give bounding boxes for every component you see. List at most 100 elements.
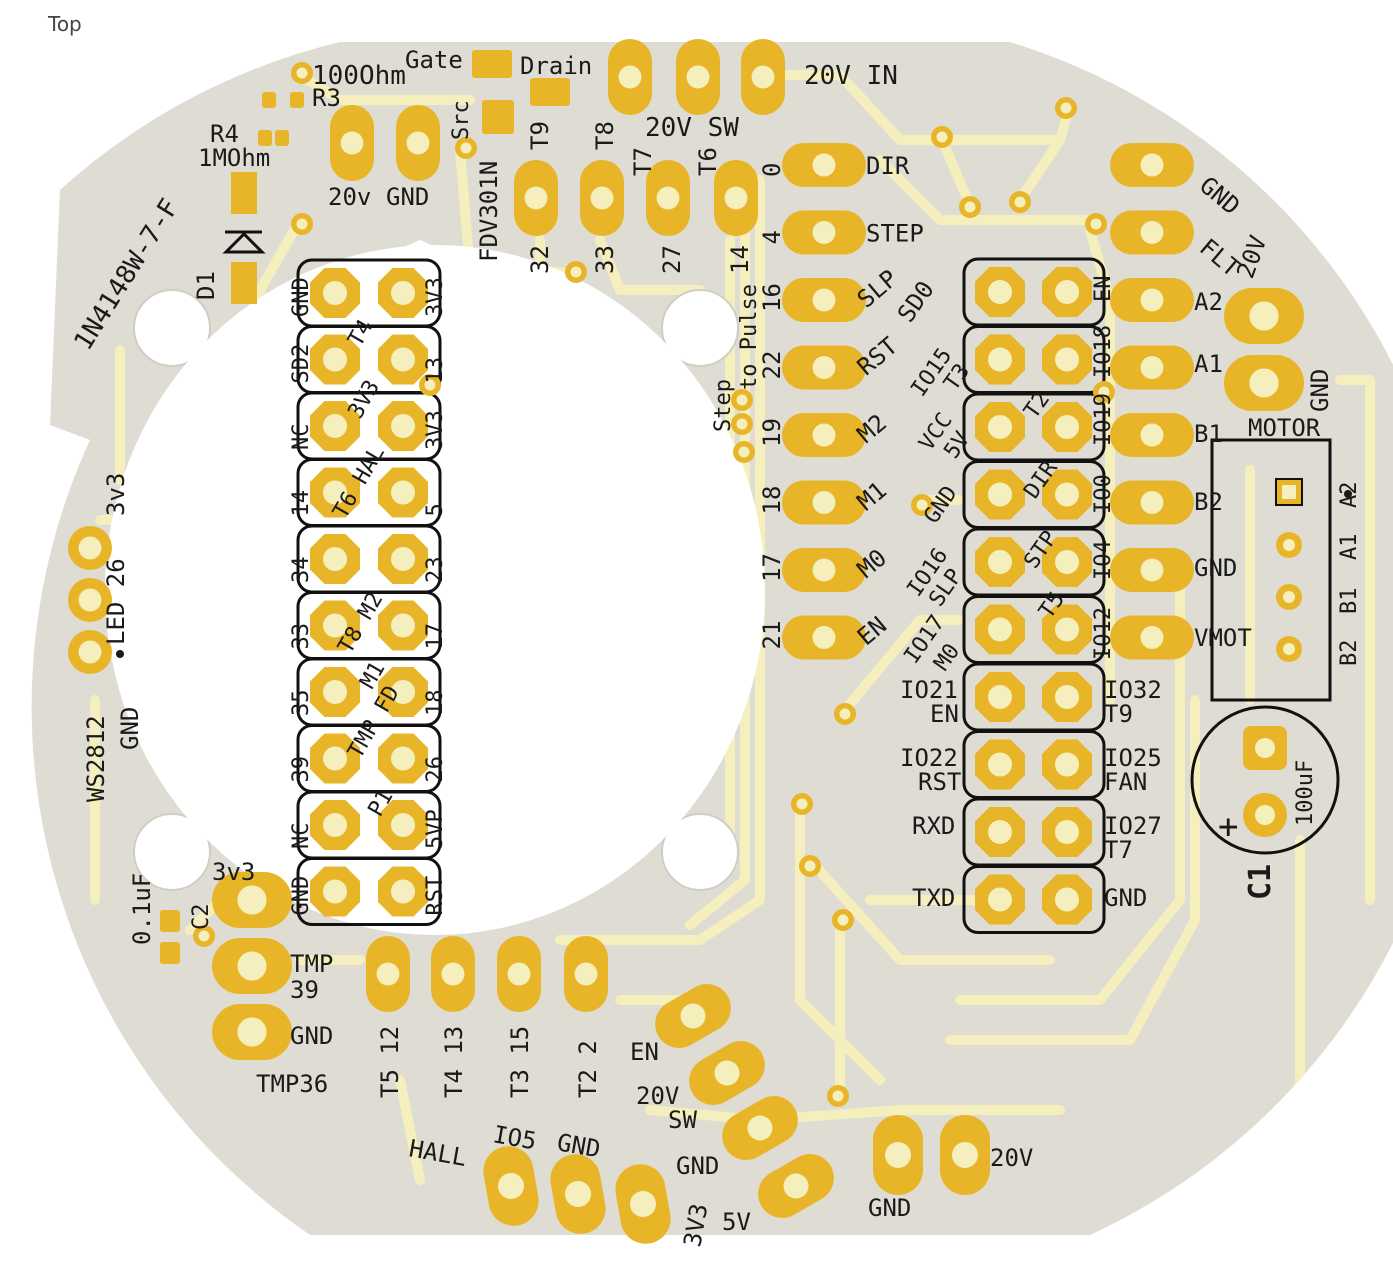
via bbox=[1093, 381, 1115, 403]
label-io12: IO12 bbox=[1091, 607, 1116, 660]
label-gnd-bottom: GND bbox=[868, 1194, 911, 1222]
esp-left-label: 14 bbox=[289, 490, 314, 517]
hall-pad bbox=[550, 1154, 606, 1234]
label-gnd-led: GND bbox=[116, 707, 144, 750]
smd-pad bbox=[275, 130, 289, 146]
aux-header-pad bbox=[655, 984, 731, 1048]
hall-pad bbox=[615, 1164, 671, 1244]
via bbox=[832, 909, 854, 931]
esp-right-label: 5VP bbox=[423, 809, 448, 849]
label-io21: IO21 bbox=[900, 676, 958, 704]
label-t5-12: T5 12 bbox=[376, 1026, 404, 1098]
tmp-pad bbox=[212, 938, 292, 994]
label-t9: T9 bbox=[526, 121, 554, 150]
bottom-power-pad bbox=[940, 1115, 990, 1195]
esp-right-label: 5 bbox=[423, 503, 448, 516]
supply-pad bbox=[396, 105, 440, 181]
aux-header-pad bbox=[758, 1154, 834, 1218]
label-c1: C1 bbox=[1243, 864, 1278, 900]
label-a2-mp: A2 bbox=[1194, 288, 1223, 316]
driver-pin-name: STEP bbox=[866, 220, 924, 248]
label-en-aux: EN bbox=[630, 1038, 659, 1066]
label-0-1uf: 0.1uF bbox=[128, 873, 156, 945]
label-t9-rh: T9 bbox=[1104, 700, 1133, 728]
label-t7-rh: T7 bbox=[1104, 836, 1133, 864]
esp-left-label: SD2 bbox=[289, 344, 314, 384]
right-header-pad bbox=[1042, 874, 1092, 925]
driver-pad bbox=[782, 480, 866, 525]
label-to-pulse: to Pulse bbox=[737, 284, 762, 390]
via bbox=[291, 62, 313, 84]
label-fdv301n: FDV301N bbox=[475, 161, 503, 262]
via bbox=[799, 855, 821, 877]
esp-left-label: NC bbox=[289, 424, 314, 451]
label-33: 33 bbox=[591, 245, 619, 274]
esp-pad bbox=[310, 600, 360, 651]
right-header-pad bbox=[975, 739, 1025, 790]
label-en-rh: EN bbox=[930, 700, 959, 728]
mounting-holes bbox=[133, 289, 739, 891]
via bbox=[791, 793, 813, 815]
esp-left-label: 34 bbox=[289, 557, 314, 584]
label-tmp36: TMP36 bbox=[256, 1070, 328, 1098]
driver-pin-name: DIR bbox=[866, 152, 910, 180]
label-src: Src bbox=[449, 100, 474, 140]
via bbox=[911, 494, 933, 516]
driver-pad bbox=[782, 548, 866, 592]
via bbox=[291, 213, 313, 235]
smd-pad bbox=[160, 942, 180, 964]
esp-pad bbox=[310, 733, 360, 784]
driver-pad bbox=[782, 278, 866, 322]
label-t6: T6 bbox=[694, 147, 722, 176]
esp-right-label: 23 bbox=[423, 557, 448, 584]
right-header-pad bbox=[975, 334, 1025, 385]
label-t3-15: T3 15 bbox=[506, 1026, 534, 1098]
esp-pad bbox=[378, 268, 428, 318]
motor-pad bbox=[1110, 413, 1194, 457]
esp-left-label: NC bbox=[289, 823, 314, 850]
driver-pin-number: 18 bbox=[758, 486, 786, 515]
label-gnd-aux: GND bbox=[676, 1152, 719, 1180]
label-r4: R4 bbox=[210, 120, 239, 148]
led-pad bbox=[68, 526, 112, 570]
via bbox=[455, 137, 477, 159]
label-20v-sw: 20V SW bbox=[645, 113, 739, 143]
esp-pad bbox=[378, 401, 428, 451]
esp-right-label: 18 bbox=[423, 690, 448, 717]
via bbox=[931, 126, 953, 148]
right-header-pad bbox=[1042, 267, 1092, 317]
bottom-touch-pad bbox=[564, 936, 608, 1012]
esp-right-label: 26 bbox=[423, 756, 448, 783]
esp-pad bbox=[378, 600, 428, 651]
label-b1-mp: B1 bbox=[1194, 420, 1223, 448]
smd-pad bbox=[258, 130, 272, 146]
esp-right-label: 3V3 bbox=[423, 410, 448, 450]
touch-pad bbox=[514, 160, 558, 236]
label-txd: TXD bbox=[912, 884, 955, 912]
label-3v3-led: 3v3 bbox=[102, 473, 130, 516]
smd-pad bbox=[290, 92, 304, 108]
bottom-touch-pad bbox=[431, 936, 475, 1012]
esp-right-label: 17 bbox=[423, 623, 448, 650]
label-t4-13: T4 13 bbox=[440, 1026, 468, 1098]
right-header-pad bbox=[1042, 334, 1092, 385]
power-header-pad bbox=[608, 39, 652, 115]
esp-left-label: 39 bbox=[289, 756, 314, 783]
esp-pad bbox=[378, 534, 428, 584]
label-io32: IO32 bbox=[1104, 676, 1162, 704]
touch-pad bbox=[714, 160, 758, 236]
hall-pad bbox=[483, 1146, 539, 1226]
esp-right-label: 3V3 bbox=[423, 277, 448, 317]
label-io25: IO25 bbox=[1104, 744, 1162, 772]
label-conn-b2: B2 bbox=[1337, 640, 1362, 667]
via bbox=[419, 374, 441, 396]
label-32: 32 bbox=[526, 245, 554, 274]
right-header-pad bbox=[975, 537, 1025, 587]
label-1mohm: 1MOhm bbox=[198, 144, 270, 172]
label-r3: R3 bbox=[312, 84, 341, 112]
esp-pad bbox=[378, 733, 428, 784]
motor-pad bbox=[1110, 480, 1194, 525]
driver-pin-number: 17 bbox=[758, 553, 786, 582]
label-t8: T8 bbox=[591, 121, 619, 150]
label-drain: Drain bbox=[520, 52, 592, 80]
